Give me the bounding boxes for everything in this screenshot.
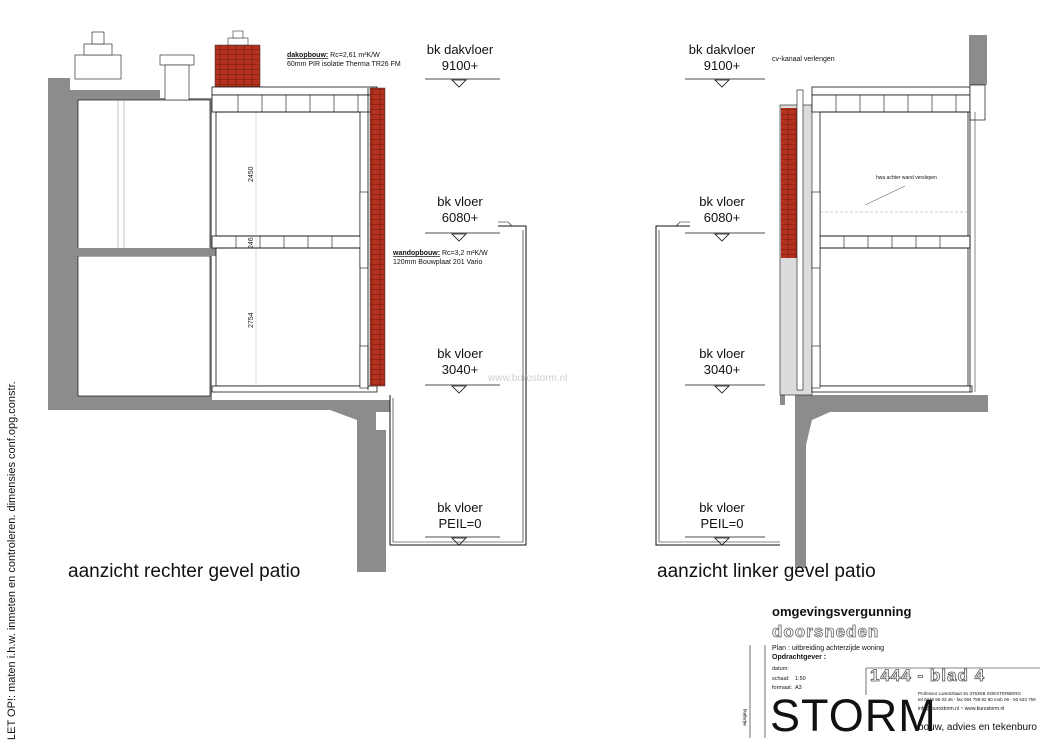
level-6080-label-right: bk vloer <box>699 194 745 209</box>
level-6080-label-left: bk vloer <box>437 194 483 209</box>
view-right-facade <box>48 30 527 572</box>
tb-plan: Plan : uitbreiding achterzijde woning <box>772 645 885 652</box>
level-peil-value-left: PEIL=0 <box>438 516 481 531</box>
tb-tagline: bouw, advies en tekenburo <box>918 722 1037 733</box>
tb-email: info@burostorm.nl ~ www.burostorm.nl <box>918 706 1005 712</box>
note-hwa: hwa achter wand verslepen <box>876 175 937 181</box>
tb-address-line: Professor Lorentzlaan 91 3763KB SOESTERB… <box>918 691 1022 696</box>
tb-formaat-value: A3 <box>795 685 802 691</box>
level-3040-label-right: bk vloer <box>699 346 745 361</box>
tb-formaat-label: formaat: <box>772 685 793 691</box>
brick-wall-right <box>781 108 801 258</box>
tb-title: omgevingsvergunning <box>772 604 912 619</box>
ground-mass-right <box>780 390 988 568</box>
level-peil-value-right: PEIL=0 <box>700 516 743 531</box>
note-dakopbouw-spec: 60mm PIR isolatie Therma TR26 FM <box>287 61 401 68</box>
brick-chimney <box>214 44 261 88</box>
dim-mid: 246 <box>248 237 255 249</box>
tb-phone-line: tel 0346 55 03 46 - fax 084 759 82 80 mo… <box>918 697 1036 702</box>
tb-drawing-code: 1444 - blad 4 <box>870 666 986 686</box>
level-dakvloer-value-left: 9100+ <box>442 58 479 73</box>
watermark: www.burostorm.nl <box>487 373 567 384</box>
tb-schaal-value: 1:50 <box>795 676 806 682</box>
brick-facade-strip <box>369 87 386 387</box>
level-dakvloer-label-right: bk dakvloer <box>689 42 756 57</box>
note-wandopbouw: wandopbouw: Rc=3,2 m²K/W <box>392 250 488 257</box>
level-3040-value-right: 3040+ <box>704 362 741 377</box>
level-3040-value-left: 3040+ <box>442 362 479 377</box>
note-cv-kanaal: cv-kanaal verlengen <box>772 56 835 63</box>
level-dakvloer-value-right: 9100+ <box>704 58 741 73</box>
level-3040-label-left: bk vloer <box>437 346 483 361</box>
tb-subtitle: doorsneden <box>772 622 880 642</box>
view-left-facade <box>655 35 988 568</box>
note-wandopbouw-spec: 120mm Bouwplaat 201 Vario <box>393 259 482 266</box>
level-peil-label-left: bk vloer <box>437 500 483 515</box>
tb-datum-label: datum: <box>772 666 789 672</box>
level-6080-value-right: 6080+ <box>704 210 741 225</box>
title-block-frame <box>749 645 1040 738</box>
level-6080-value-left: 6080+ <box>442 210 479 225</box>
dim-upper: 2450 <box>248 166 255 182</box>
view-title-left: aanzicht linker gevel patio <box>657 561 876 582</box>
level-dakvloer-label-left: bk dakvloer <box>427 42 494 57</box>
side-note: LET OP!: maten i.h.w. inmeten en control… <box>6 381 18 740</box>
tb-address: Professor Lorentzlaan 91 3763KB SOESTERB… <box>918 691 1043 703</box>
level-markers <box>425 78 765 546</box>
tb-wijziging: wijziging <box>742 708 747 726</box>
tb-opdrachtgever: Opdrachtgever : <box>772 654 827 661</box>
level-peil-label-right: bk vloer <box>699 500 745 515</box>
dim-lower: 2754 <box>248 312 255 328</box>
view-title-right: aanzicht rechter gevel patio <box>68 561 300 582</box>
tb-schaal-label: schaal: <box>772 676 790 682</box>
note-dakopbouw: dakopbouw: Rc=2,61 m²K/W <box>287 52 380 59</box>
storm-logo: STORM <box>770 690 937 741</box>
